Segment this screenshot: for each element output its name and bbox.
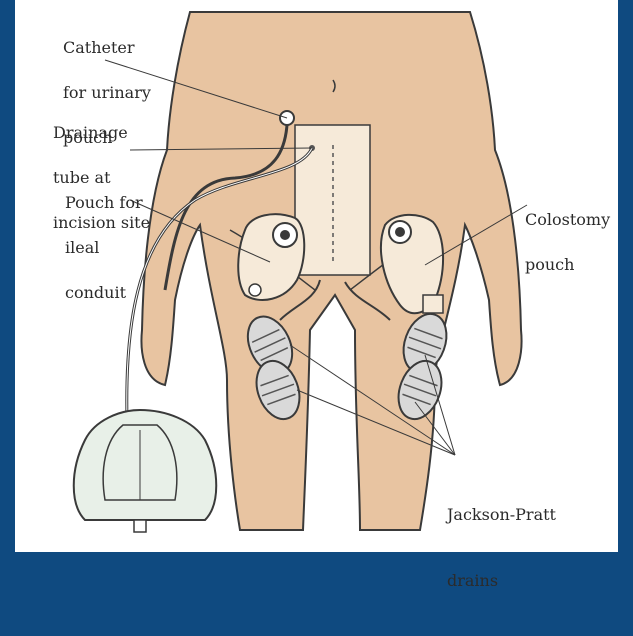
label-ileal-line: conduit xyxy=(65,285,143,300)
illustration-panel: Catheter for urinary pouch Drainage tube… xyxy=(15,0,618,552)
label-colostomy-line: Colostomy xyxy=(525,212,610,227)
label-jackson-pratt: Jackson-Pratt drains xyxy=(447,460,556,636)
ileal-conduit-valve xyxy=(249,284,261,296)
colostomy-pouch-tail xyxy=(423,295,443,313)
label-drainage-line: Drainage xyxy=(53,125,150,140)
label-catheter-line: Catheter xyxy=(63,40,151,55)
drainage-bag-spout xyxy=(134,520,146,532)
label-ileal-conduit: Pouch for ileal conduit xyxy=(65,165,143,330)
label-colostomy-line: pouch xyxy=(525,257,610,272)
label-ileal-line: ileal xyxy=(65,240,143,255)
label-ileal-line: Pouch for xyxy=(65,195,143,210)
label-colostomy: Colostomy pouch xyxy=(525,182,610,302)
colostomy-stoma-center xyxy=(395,227,405,237)
label-jp-line: drains xyxy=(447,570,556,592)
label-jp-line: Jackson-Pratt xyxy=(447,504,556,526)
ileal-conduit-stoma-center xyxy=(280,230,290,240)
drainage-bag xyxy=(74,410,217,520)
